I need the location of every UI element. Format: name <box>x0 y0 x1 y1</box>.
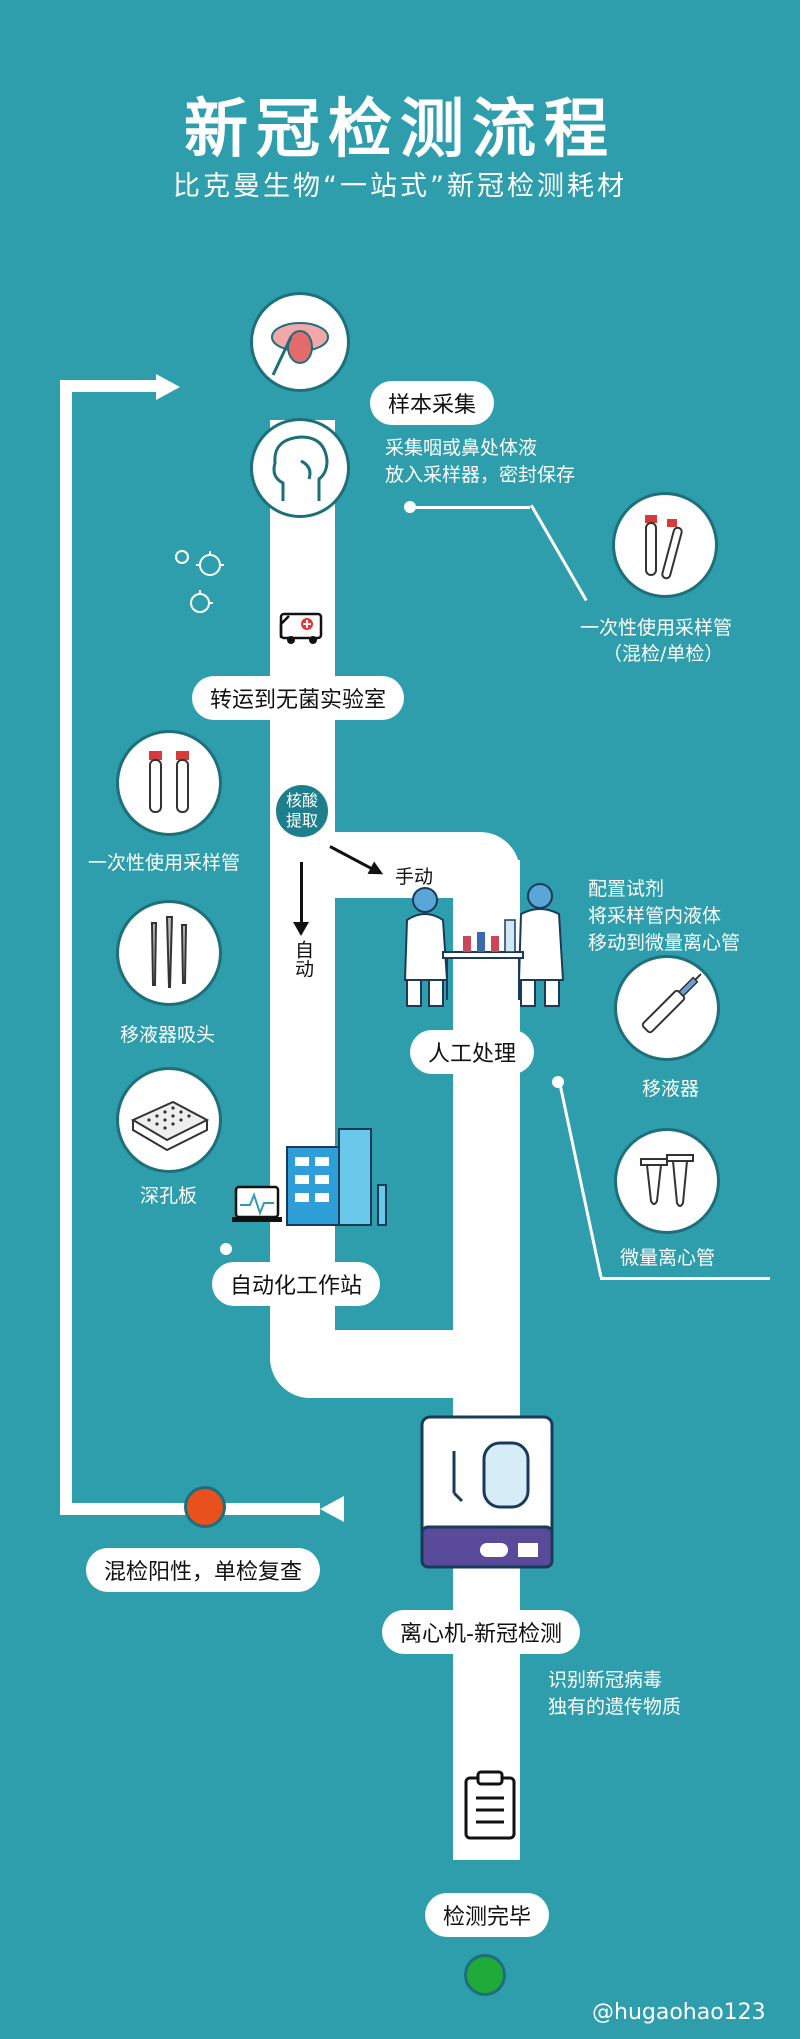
manual-desc-line3: 移动到微量离心管 <box>588 932 741 954</box>
pipette-tip-label: 移液器吸头 <box>120 1024 216 1046</box>
centrifuge-desc-line1: 识别新冠病毒 <box>548 1669 663 1691</box>
label-manual-processing: 人工处理 <box>410 1030 535 1074</box>
clipboard-icon <box>460 1770 520 1846</box>
page-subtitle: 比克曼生物“一站式”新冠检测耗材 <box>173 171 627 202</box>
extraction-node: 核酸 提取 <box>273 782 331 840</box>
label-positive-recheck: 混检阳性，单检复查 <box>86 1548 321 1592</box>
label-done: 检测完毕 <box>425 1893 550 1937</box>
sampling-tube-icon-left <box>116 730 222 836</box>
workstation-illustration <box>232 1125 392 1239</box>
connector-line <box>410 506 530 509</box>
connector-dot-3 <box>220 1243 232 1255</box>
microtube-icon <box>614 1128 720 1234</box>
connector-diag <box>530 504 588 602</box>
deep-well-plate-label: 深孔板 <box>140 1185 198 1207</box>
extraction-label: 核酸 提取 <box>285 791 318 830</box>
loop-arrow-top <box>156 374 180 400</box>
loop-line-left <box>60 380 72 1515</box>
manual-desc-line2: 将采样管内液体 <box>588 905 722 927</box>
loop-line-top <box>60 380 156 392</box>
pipette-label: 移液器 <box>642 1078 700 1100</box>
head-profile-icon <box>250 418 350 518</box>
label-centrifuge: 离心机-新冠检测 <box>382 1610 580 1654</box>
sample-desc-line1: 采集咽或鼻处体液 <box>385 437 538 459</box>
done-dot <box>464 1954 506 1996</box>
connector-diag-2 <box>558 1081 603 1278</box>
sampling-tube-icon-right <box>612 492 718 598</box>
auto-arrow-head <box>293 922 309 936</box>
centrifuge-desc-line2: 独有的遗传物质 <box>548 1696 682 1718</box>
pipette-icon <box>614 955 720 1061</box>
sampling-tube-right-label1: 一次性使用采样管 <box>580 617 733 639</box>
centrifuge-illustration <box>420 1415 555 1579</box>
deep-well-plate-icon <box>116 1067 222 1173</box>
watermark: @hugaohao123 <box>592 2000 766 2025</box>
flow-path-manual-vertical <box>453 860 520 1860</box>
label-transfer: 转运到无菌实验室 <box>192 676 405 720</box>
page-title: 新冠检测流程 <box>184 93 616 167</box>
pipette-tip-icon <box>116 900 222 1006</box>
sampling-tube-right-label2: （混检/单检） <box>603 643 724 665</box>
mouth-swab-icon <box>250 292 350 392</box>
lab-workers-illustration <box>385 880 585 1014</box>
auto-label: 自动 <box>292 940 314 978</box>
connector-line-2 <box>600 1277 770 1280</box>
auto-arrow-line <box>300 862 303 927</box>
positive-dot <box>184 1486 226 1528</box>
manual-label: 手动 <box>395 866 434 888</box>
sample-desc-line2: 放入采样器，密封保存 <box>385 464 576 486</box>
loop-arrow-bottom <box>320 1496 344 1522</box>
ambulance-icon <box>277 608 327 652</box>
sampling-tube-left-label: 一次性使用采样管 <box>88 852 241 874</box>
manual-desc-line1: 配置试剂 <box>588 878 665 900</box>
virus-icon <box>170 545 240 629</box>
label-sample-collection: 样本采集 <box>370 381 495 425</box>
microtube-label: 微量离心管 <box>620 1247 716 1269</box>
label-workstation: 自动化工作站 <box>212 1262 381 1306</box>
